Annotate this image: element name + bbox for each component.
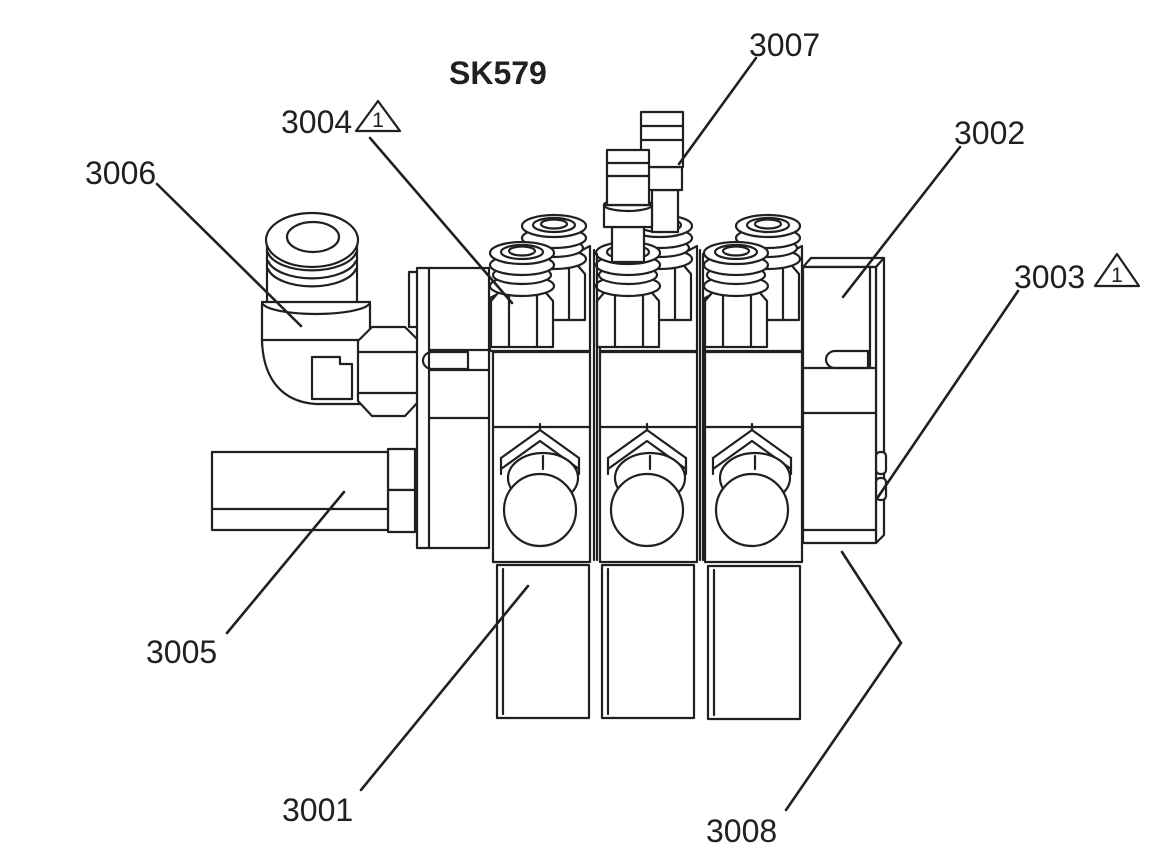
solenoid-base-1-3001	[495, 563, 591, 720]
leader-3006	[155, 182, 303, 328]
valve-station-3	[703, 350, 804, 564]
callout-3002: 3002	[954, 115, 1025, 151]
callout-3008: 3008	[706, 813, 777, 849]
leader-3008	[784, 550, 903, 812]
callout-3004: 3004	[281, 104, 352, 140]
leader-3004	[368, 136, 514, 305]
solenoid-base-3-3001	[706, 564, 802, 721]
callout-3007: 3007	[749, 27, 820, 63]
note-triangle-3004-number: 1	[372, 109, 384, 132]
left-end-plate	[407, 266, 491, 550]
callout-3003: 3003	[1014, 259, 1085, 295]
leader-3003	[876, 289, 1020, 499]
note-triangle-3003-number: 1	[1111, 264, 1123, 287]
leader-3001	[359, 584, 530, 792]
right-end-plate-3002	[801, 256, 888, 545]
note-triangle-3004: 1	[354, 99, 402, 133]
drawing-number-title: SK579	[449, 55, 547, 91]
leader-3005	[225, 490, 346, 635]
leader-3002	[841, 145, 962, 299]
valve-station-1	[491, 350, 592, 564]
fitting-station3-front	[702, 240, 770, 349]
silencer-block-3005	[210, 447, 417, 534]
fitting-station1-front-3004	[488, 240, 556, 349]
plug-fitting-front-3007	[602, 148, 654, 264]
callout-3006: 3006	[85, 155, 156, 191]
leader-lines	[155, 56, 1020, 812]
callout-3005: 3005	[146, 634, 217, 670]
elbow-fitting-3006	[260, 211, 421, 418]
station-seams	[592, 248, 705, 562]
solenoid-base-2-3001	[600, 563, 696, 720]
callout-3001: 3001	[282, 792, 353, 828]
leader-3007	[677, 56, 758, 166]
valve-station-2	[598, 350, 699, 564]
note-triangle-3003: 1	[1093, 252, 1141, 288]
